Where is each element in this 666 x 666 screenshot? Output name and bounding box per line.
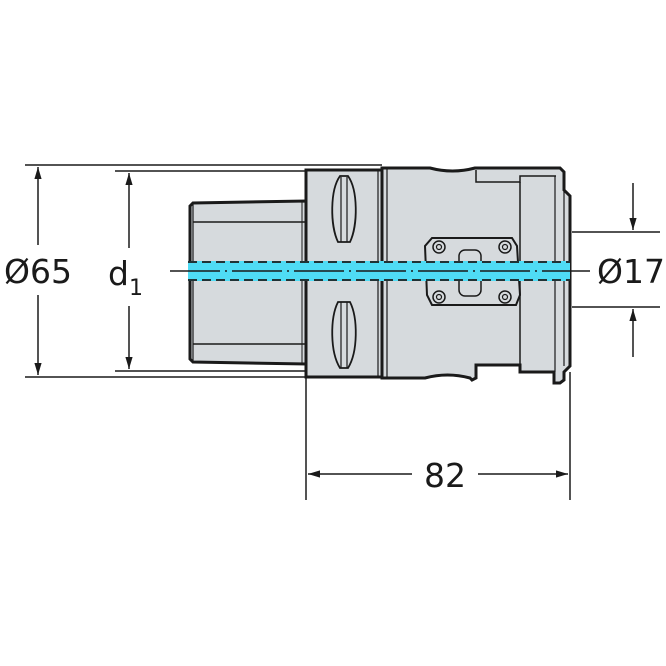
shank [188, 199, 308, 366]
drive-slot-upper [331, 175, 357, 243]
dimension-outer-diameter: Ø65 [4, 164, 382, 378]
dimension-shank-diameter: d1 [108, 170, 306, 372]
bore-diameter-label: Ø17 [597, 252, 665, 291]
outer-diameter-label: Ø65 [4, 252, 72, 291]
drive-slot-lower [331, 301, 357, 369]
shank-diameter-label: d1 [108, 254, 143, 301]
screw-icon [498, 290, 512, 304]
screw-icon [432, 240, 446, 254]
length-label: 82 [424, 456, 466, 495]
screw-icon [498, 240, 512, 254]
dimension-length: 82 [305, 372, 571, 500]
dimension-bore-diameter: Ø17 [572, 183, 665, 357]
screw-icon [432, 290, 446, 304]
